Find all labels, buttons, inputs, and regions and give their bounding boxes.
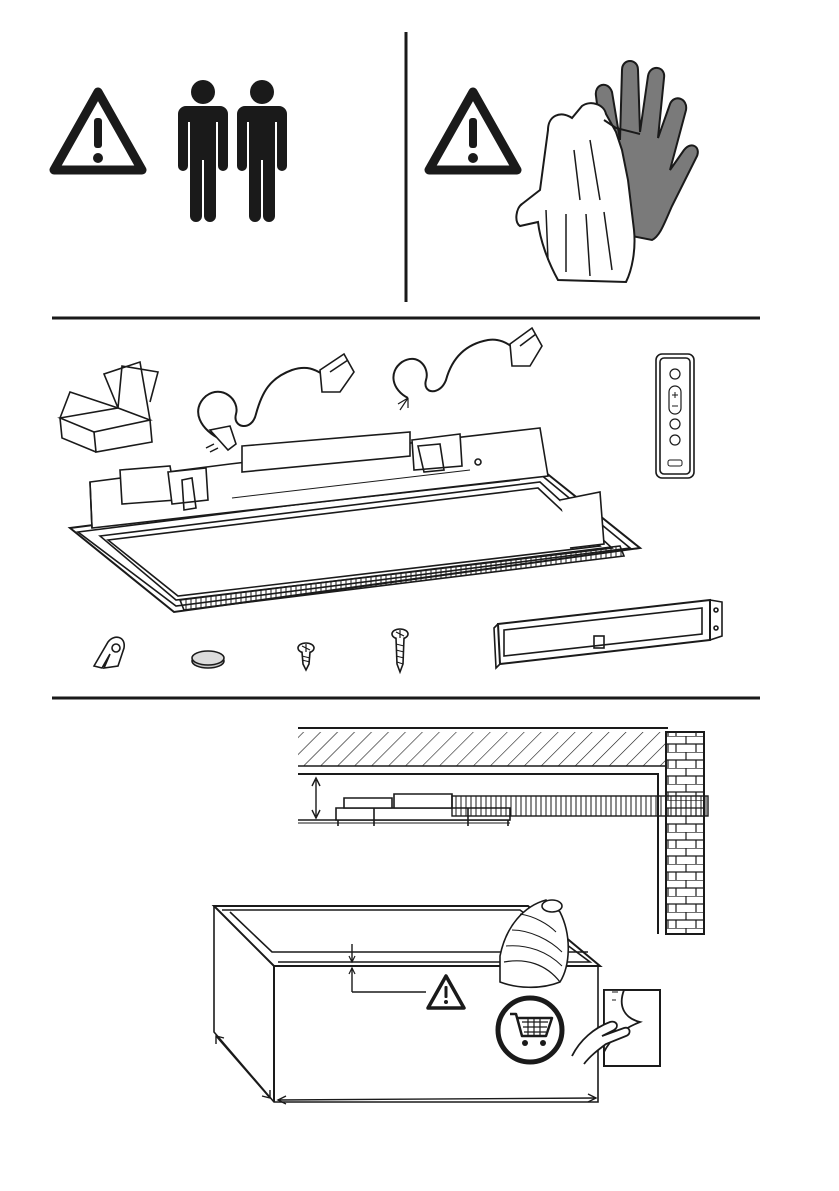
adhesive-pad-icon [192, 651, 224, 668]
concrete-slab [298, 732, 666, 766]
warning-triangle-icon [428, 976, 464, 1008]
mounting-clip-icon [94, 637, 124, 668]
shopping-cart-icon [498, 998, 562, 1062]
power-cord-with-bare-wires-icon [393, 328, 542, 410]
cardboard-box-icon [60, 362, 158, 452]
warning-triangle-icon [429, 92, 517, 170]
depth-dimension-arrow [216, 1036, 270, 1098]
flexible-duct [452, 796, 708, 816]
person-icon [178, 80, 228, 222]
long-screw-icon [392, 629, 408, 672]
brick-wall [666, 732, 704, 934]
remote-control-icon [656, 354, 694, 478]
clearance-dimension-arrow [312, 778, 320, 818]
power-cord-with-plug-icon [198, 354, 354, 452]
peel-film-icon [572, 990, 660, 1066]
protective-gloves-icon [516, 61, 697, 282]
person-icon [237, 80, 287, 222]
safety-section [54, 32, 698, 302]
hood-unit-icon [70, 428, 640, 612]
bracket-channel-icon [494, 600, 722, 668]
two-persons-icon [178, 80, 287, 222]
ceiling-section-view [298, 728, 708, 934]
warning-triangle-icon [54, 92, 142, 170]
package-contents-section [60, 328, 722, 672]
installation-section [214, 728, 708, 1104]
short-screw-icon [298, 643, 314, 670]
